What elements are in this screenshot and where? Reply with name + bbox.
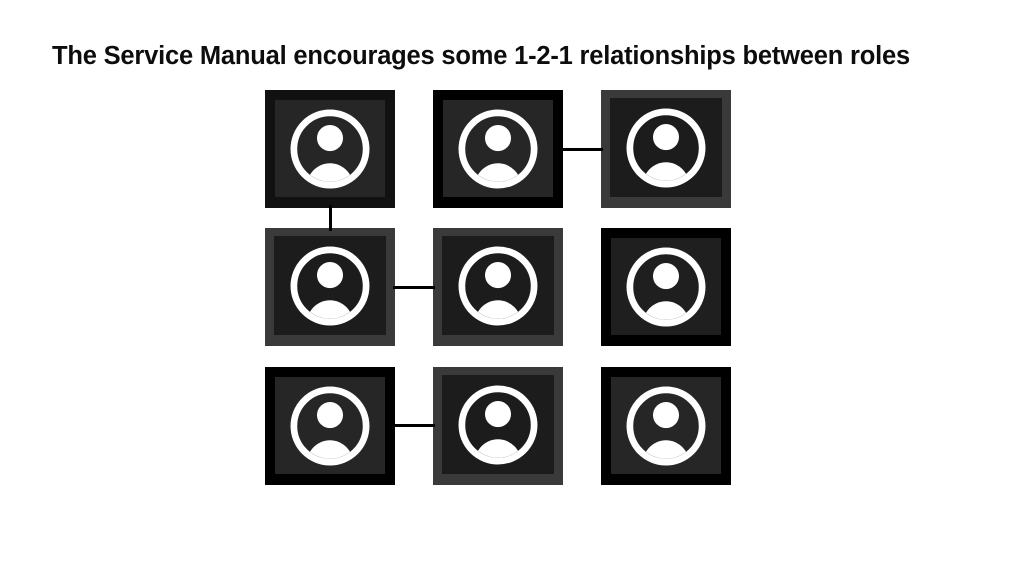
- person-avatar-icon: [290, 246, 370, 325]
- node-r1c2[interactable]: [433, 90, 563, 208]
- node-r3c2[interactable]: [433, 367, 563, 485]
- connector-r2c1-to-r2c2: [393, 286, 435, 289]
- avatar-panel: [611, 238, 721, 335]
- connector-r1c1-to-r2c1: [329, 205, 332, 231]
- person-avatar-icon: [458, 385, 538, 464]
- avatar-panel: [274, 236, 386, 335]
- avatar-panel: [443, 100, 553, 197]
- avatar-panel: [275, 377, 385, 474]
- person-avatar-icon: [458, 246, 538, 325]
- node-r2c2[interactable]: [433, 228, 563, 346]
- connector-r3c1-to-r3c2: [393, 424, 435, 427]
- node-r3c1[interactable]: [265, 367, 395, 485]
- avatar-panel: [442, 236, 554, 335]
- connector-r1c2-to-r1c3: [561, 148, 603, 151]
- node-r1c1[interactable]: [265, 90, 395, 208]
- person-avatar-icon: [626, 386, 706, 465]
- node-r3c3[interactable]: [601, 367, 731, 485]
- node-r1c3[interactable]: [601, 90, 731, 208]
- node-r2c3[interactable]: [601, 228, 731, 346]
- node-r2c1[interactable]: [265, 228, 395, 346]
- person-avatar-icon: [290, 109, 370, 188]
- page-title: The Service Manual encourages some 1-2-1…: [52, 42, 910, 70]
- person-avatar-icon: [626, 247, 706, 326]
- avatar-panel: [611, 377, 721, 474]
- person-avatar-icon: [290, 386, 370, 465]
- avatar-panel: [610, 98, 722, 197]
- avatar-panel: [442, 375, 554, 474]
- avatar-panel: [275, 100, 385, 197]
- person-avatar-icon: [626, 108, 706, 187]
- person-avatar-icon: [458, 109, 538, 188]
